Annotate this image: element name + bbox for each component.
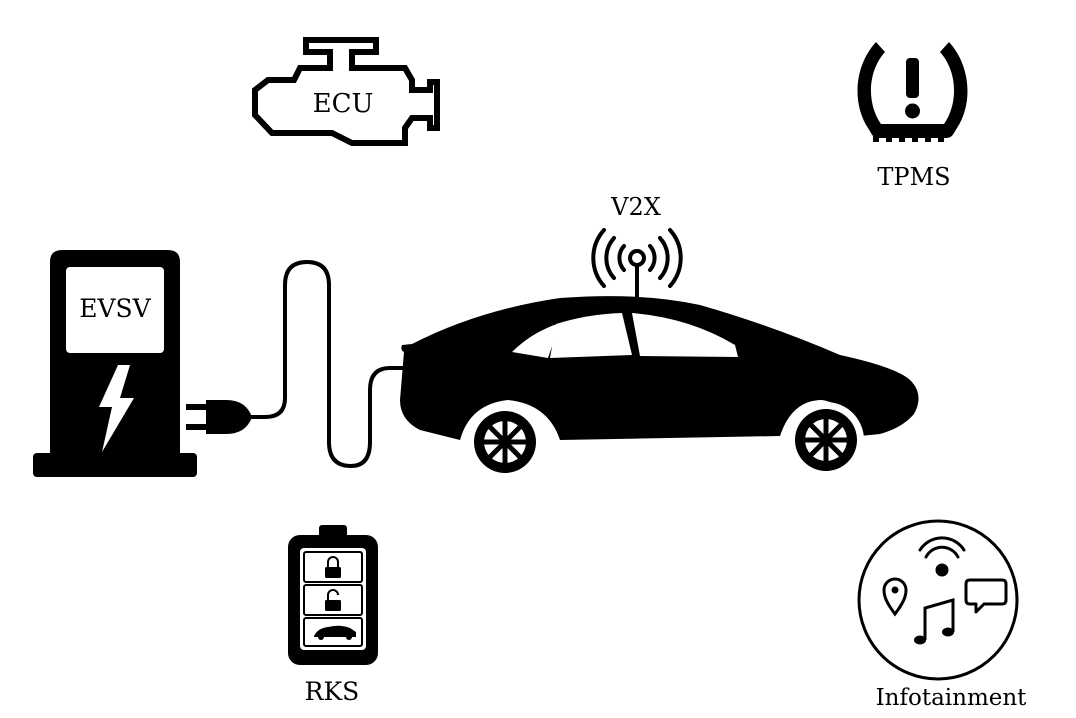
rks-label: RKS bbox=[305, 677, 360, 706]
infotainment-icon bbox=[857, 519, 1019, 681]
key-fob-icon bbox=[288, 525, 378, 665]
music-note-icon bbox=[914, 598, 955, 645]
car-icon bbox=[400, 296, 919, 480]
v2x-label: V2X bbox=[610, 193, 661, 221]
infotainment-label: Infotainment bbox=[876, 685, 1028, 711]
ecu-label: ECU bbox=[313, 89, 374, 119]
charging-station-icon bbox=[33, 250, 197, 477]
engine-icon bbox=[252, 37, 440, 146]
evsv-label: EVSV bbox=[79, 294, 151, 323]
power-plug-icon bbox=[186, 400, 252, 434]
unlock-icon bbox=[325, 589, 341, 611]
charging-cable bbox=[250, 260, 414, 468]
trunk-car-icon bbox=[314, 625, 356, 640]
antenna-signal-icon bbox=[591, 228, 683, 302]
chat-bubble-icon bbox=[964, 578, 1008, 614]
lock-icon bbox=[325, 556, 341, 578]
wifi-icon bbox=[918, 536, 966, 577]
car-wheel-front bbox=[467, 404, 543, 480]
location-pin-icon bbox=[882, 577, 908, 617]
tire-pressure-warning-icon bbox=[857, 42, 968, 142]
car-wheel-rear bbox=[788, 402, 864, 478]
tpms-label: TPMS bbox=[877, 163, 950, 191]
